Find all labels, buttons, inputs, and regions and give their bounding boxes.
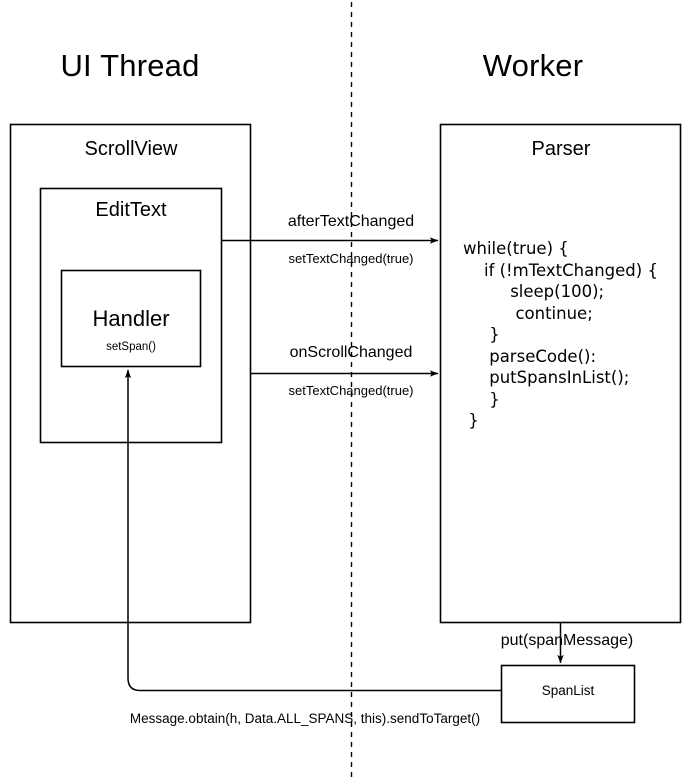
parser-label: Parser (531, 138, 591, 160)
handler-label: Handler (92, 306, 170, 331)
handler-box (60, 269, 202, 368)
ui-thread-title: UI Thread (60, 48, 200, 83)
edittext-box (39, 187, 223, 444)
scrollview-label: ScrollView (84, 138, 178, 160)
edittext-label: EditText (95, 199, 167, 221)
worker-thread-title: Worker (482, 48, 584, 83)
arrow-send-to-target (124, 369, 501, 692)
label-on-scroll-changed-sub: setTextChanged(true) (288, 383, 414, 398)
handler-setspan-label: setSpan() (106, 341, 156, 353)
label-on-scroll-changed: onScrollChanged (289, 344, 413, 361)
label-after-text-changed: afterTextChanged (287, 213, 415, 230)
label-send-to-target: Message.obtain(h, Data.ALL_SPANS, this).… (129, 711, 481, 726)
label-put-span-message: put(spanMessage) (500, 632, 634, 649)
label-after-text-changed-sub: setTextChanged(true) (288, 251, 414, 266)
spanlist-label: SpanList (541, 683, 595, 698)
parser-code-block: while(true) { if (!mTextChanged) { sleep… (463, 239, 658, 430)
spanlist-box (500, 664, 636, 724)
